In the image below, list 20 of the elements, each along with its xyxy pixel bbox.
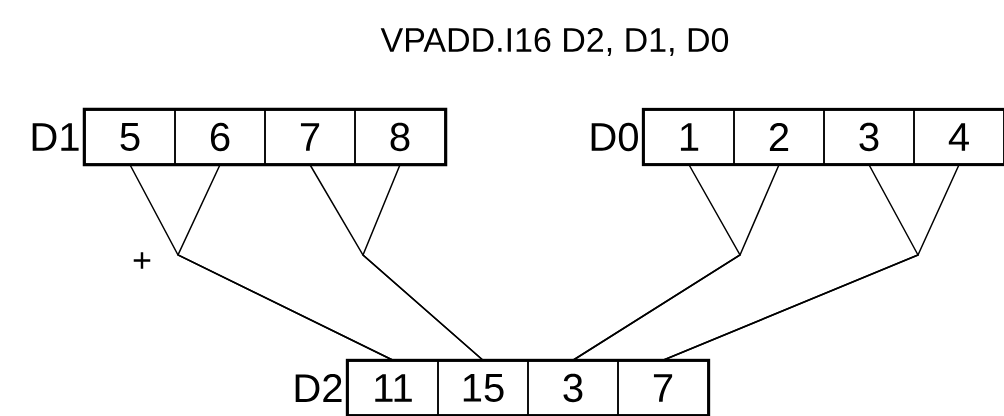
node-label: D0 [591,122,638,152]
register-cell: 3 [527,360,619,416]
register-cell: 15 [437,360,529,416]
title: VPADD.I16 D2, D1, D0 [380,27,729,57]
register-cell: 6 [174,109,266,165]
connector-line [177,164,394,361]
node-label: 1 [680,123,699,151]
register-cell: 2 [733,109,825,165]
register-cell: 4 [913,109,1004,165]
operator-label: + [133,252,151,269]
node-label: 5 [120,123,140,151]
register-cell: 7 [617,360,709,416]
node-label: 11 [375,374,412,402]
node-label: D2 [295,374,342,402]
connector-line [572,164,780,361]
register-cell: 7 [264,109,356,165]
node-label: D1 [32,123,79,151]
connector-line [362,164,484,361]
register-cell: 8 [354,109,446,165]
register-cell: 3 [823,109,915,165]
